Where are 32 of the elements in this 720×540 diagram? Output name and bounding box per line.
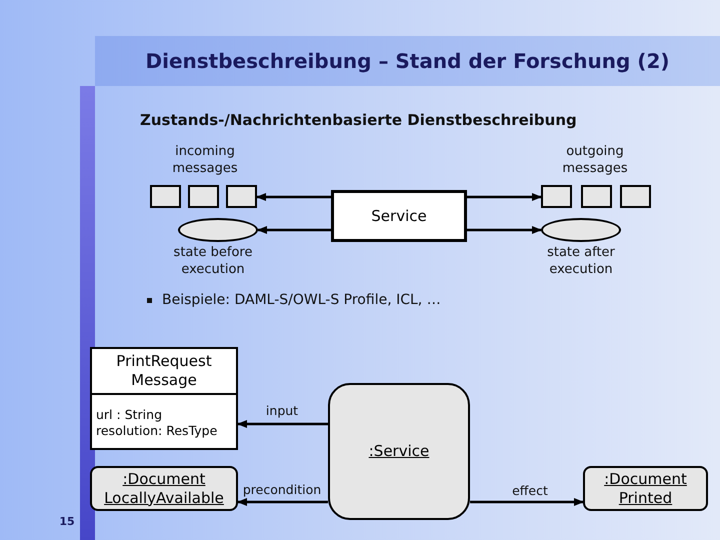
message-box — [541, 185, 572, 208]
message-box — [150, 185, 181, 208]
edge-label: effect — [512, 483, 548, 498]
message-box — [188, 185, 219, 208]
message-box — [581, 185, 612, 208]
title: Dienstbeschreibung – Stand der Forschung (2) — [145, 49, 670, 73]
class-box — [90, 347, 238, 450]
arrow — [257, 226, 331, 234]
message-box — [226, 185, 257, 208]
bullet-text: Beispiele: DAML-S/OWL-S Profile, ICL, … — [162, 292, 441, 308]
service-box: Service — [331, 190, 467, 242]
object-box: :Document Printed — [583, 466, 708, 511]
caption-text: outgoing messages — [561, 144, 629, 178]
attribute-text: url : String — [96, 406, 163, 423]
arrow — [467, 226, 542, 234]
service-object-box: :Service — [328, 383, 470, 520]
edge-label: precondition — [242, 482, 322, 497]
arrow — [470, 498, 584, 506]
arrow — [237, 420, 328, 428]
message-box — [620, 185, 651, 208]
state-caption: state after execution — [546, 245, 616, 279]
attribute-text: resolution: ResType — [96, 422, 218, 439]
arrow — [467, 193, 542, 201]
arrow — [256, 193, 331, 201]
edge-label: input — [266, 403, 298, 418]
subtitle: Zustands-/Nachrichtenbasierte Dienstbeschreibung — [140, 111, 578, 130]
caption-text: incoming messages — [171, 144, 239, 178]
arrow — [237, 498, 328, 506]
state-caption: state before execution — [172, 245, 254, 279]
class-name: PrintRequest Message — [92, 349, 236, 394]
object-box: :Document LocallyAvailable — [90, 466, 238, 511]
page-number: 15 — [58, 515, 76, 530]
